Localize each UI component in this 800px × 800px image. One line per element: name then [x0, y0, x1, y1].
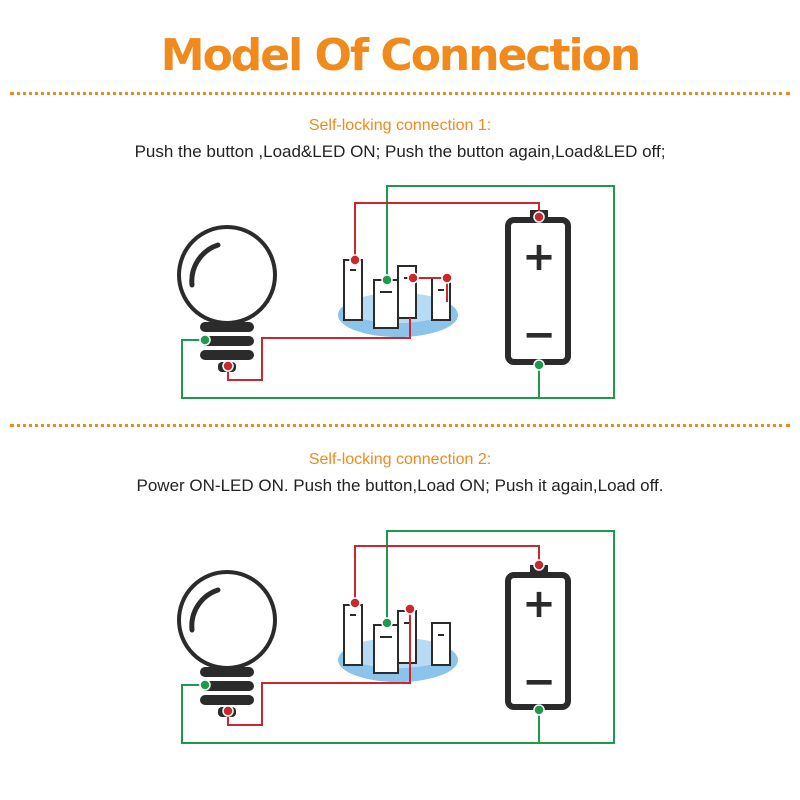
- battery-minus-label: −: [522, 312, 556, 358]
- section-1-description: Push the button ,Load&LED ON; Push the b…: [134, 142, 666, 161]
- switch-terminal-mid: [397, 610, 417, 664]
- section-2-description: Power ON-LED ON. Push the button,Load ON…: [136, 476, 664, 495]
- battery-plus-label: +: [522, 581, 556, 627]
- light-bulb: [177, 570, 277, 717]
- page-title: Model Of Connection: [160, 30, 641, 81]
- middle-divider: [10, 424, 790, 427]
- switch-terminals: [343, 604, 451, 674]
- wiring-diagram-1: + −: [177, 185, 615, 399]
- wiring-diagram-2: + −: [177, 530, 615, 744]
- battery-minus-label: −: [522, 659, 556, 705]
- section-1-subtitle: Self-locking connection 1:: [308, 117, 492, 134]
- switch-terminal-center: [373, 624, 399, 674]
- light-bulb: [177, 225, 277, 372]
- battery: + −: [505, 565, 571, 710]
- connection-points: [199, 559, 545, 717]
- section-2-subtitle: Self-locking connection 2:: [308, 451, 492, 468]
- top-divider: [10, 92, 790, 95]
- switch-terminal-right: [431, 622, 451, 666]
- battery: + −: [505, 210, 571, 365]
- switch-terminals: [343, 259, 451, 329]
- battery-plus-label: +: [522, 234, 556, 280]
- red-wires: [227, 545, 540, 726]
- connection-points: [199, 211, 545, 372]
- switch-terminal-center: [373, 279, 399, 329]
